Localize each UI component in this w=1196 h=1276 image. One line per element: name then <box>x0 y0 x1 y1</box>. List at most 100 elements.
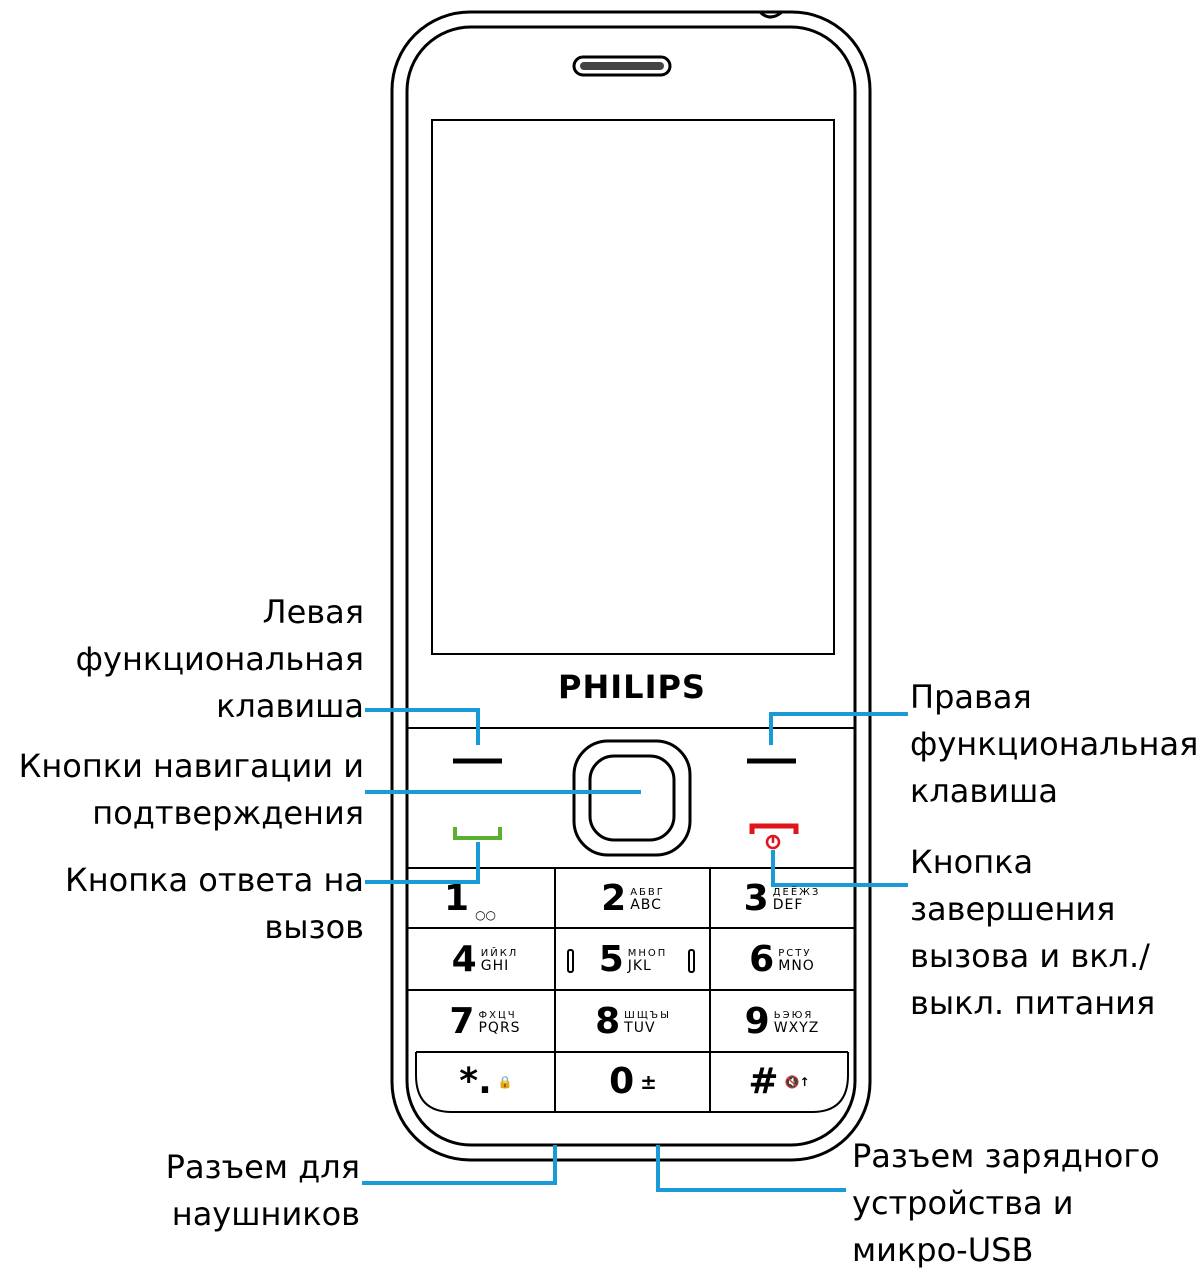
label-end-key-line2: завершения <box>910 890 1116 928</box>
label-headphone-jack: Разъем для наушников <box>166 1144 360 1238</box>
key-hash[interactable]: # 🔇↑ <box>712 1054 846 1110</box>
key-8-digit: 8 <box>595 1001 621 1042</box>
key-3-cyr: ДЕЁЖЗ <box>772 887 821 898</box>
label-end-key: Кнопка завершения вызова и вкл./ выкл. п… <box>910 839 1155 1027</box>
label-call-key: Кнопка ответа на вызов <box>65 857 364 951</box>
nav-key-inner <box>588 754 676 842</box>
key-6-cyr: РСТУ <box>778 948 812 959</box>
label-end-key-line3: вызова и вкл./ <box>910 937 1150 975</box>
keypad-grid-outline <box>408 867 854 1112</box>
key-6-lat: MNO <box>778 958 815 974</box>
key-0[interactable]: 0 ± <box>557 1054 709 1110</box>
key-hash-digit: # <box>748 1061 779 1102</box>
phone-body-inner <box>405 25 857 1147</box>
leader-headphone-jack <box>362 1145 557 1185</box>
key-7-lat: PQRS <box>478 1020 521 1036</box>
key-9-lat: WXYZ <box>773 1020 820 1036</box>
label-left-soft-key-line2: функциональная <box>75 640 364 678</box>
label-charger-port: Разъем зарядного устройства и микро-USB <box>852 1133 1160 1274</box>
key-star-digit: *. <box>459 1061 492 1102</box>
key-3-lat: DEF <box>772 897 804 913</box>
phone-body-outer <box>390 10 872 1162</box>
key-star[interactable]: *. 🔒 <box>418 1054 554 1110</box>
label-nav-keys-line1: Кнопки навигации и <box>18 747 364 785</box>
screen <box>431 119 835 655</box>
label-charger-port-line3: микро-USB <box>852 1231 1034 1269</box>
key-8-lat: TUV <box>624 1020 656 1036</box>
power-icon <box>765 834 781 850</box>
key-1[interactable]: 1 ○○ <box>416 870 554 928</box>
key-3-digit: 3 <box>743 878 769 919</box>
key-5-digit: 5 <box>598 939 624 980</box>
leader-end-key <box>771 850 908 887</box>
key-2-cyr: АБВГ <box>630 887 665 898</box>
label-headphone-jack-line2: наушников <box>171 1195 360 1233</box>
key-9-digit: 9 <box>744 1001 770 1042</box>
label-end-key-line4: выкл. питания <box>910 984 1156 1022</box>
label-left-soft-key-line3: клавиша <box>216 687 364 725</box>
top-notch <box>758 10 783 19</box>
label-right-soft-key: Правая функциональная клавиша <box>910 674 1196 815</box>
call-key-icon <box>453 827 502 840</box>
key-0-digit: 0 <box>609 1061 635 1102</box>
end-key-icon <box>749 823 799 834</box>
leader-call-key <box>365 842 480 884</box>
label-end-key-line1: Кнопка <box>910 843 1034 881</box>
key-7-digit: 7 <box>449 1001 475 1042</box>
key5-bump-right <box>688 949 695 973</box>
key-7-cyr: ФХЦЧ <box>478 1010 517 1021</box>
label-right-soft-key-line2: функциональная <box>910 725 1196 763</box>
key-5-lat: JKL <box>627 958 652 974</box>
keypad-bottom-curve <box>415 1052 849 1113</box>
mute-shift-icon: 🔇↑ <box>784 1075 810 1089</box>
key-5-cyr: МНОП <box>627 948 668 959</box>
label-right-soft-key-line1: Правая <box>910 678 1032 716</box>
label-nav-keys-line2: подтверждения <box>92 794 364 832</box>
speaker-mesh <box>580 62 664 70</box>
label-charger-port-line2: устройства и <box>852 1184 1074 1222</box>
label-left-soft-key: Левая функциональная клавиша <box>76 589 364 730</box>
label-call-key-line1: Кнопка ответа на <box>65 861 364 899</box>
nav-key-outer <box>572 739 692 857</box>
brand-logo: PHILIPS <box>558 668 706 706</box>
label-charger-port-line1: Разъем зарядного <box>852 1137 1160 1175</box>
lock-icon: 🔒 <box>497 1075 513 1089</box>
key-8-cyr: ШЩЪЫ <box>624 1010 671 1021</box>
label-headphone-jack-line1: Разъем для <box>165 1148 360 1186</box>
key-4-digit: 4 <box>451 939 477 980</box>
voicemail-icon: ○○ <box>475 908 497 922</box>
key-9-cyr: ЬЭЮЯ <box>773 1010 814 1021</box>
key-4-cyr: ИЙКЛ <box>480 948 519 959</box>
label-call-key-line2: вызов <box>264 908 364 946</box>
key-6-digit: 6 <box>749 939 775 980</box>
label-nav-keys: Кнопки навигации и подтверждения <box>19 743 364 837</box>
leader-left-soft-key <box>365 708 480 745</box>
key-2-digit: 2 <box>601 878 627 919</box>
plus-minus-icon: ± <box>640 1070 657 1094</box>
leader-charger-port <box>656 1145 846 1192</box>
key-1-digit: 1 <box>444 878 470 919</box>
label-right-soft-key-line3: клавиша <box>910 772 1058 810</box>
leader-lines <box>362 708 908 1192</box>
leader-right-soft-key <box>769 712 908 745</box>
key-4-lat: GHI <box>480 958 510 974</box>
key-2-lat: ABC <box>630 897 662 913</box>
key5-bump-left <box>567 949 574 973</box>
